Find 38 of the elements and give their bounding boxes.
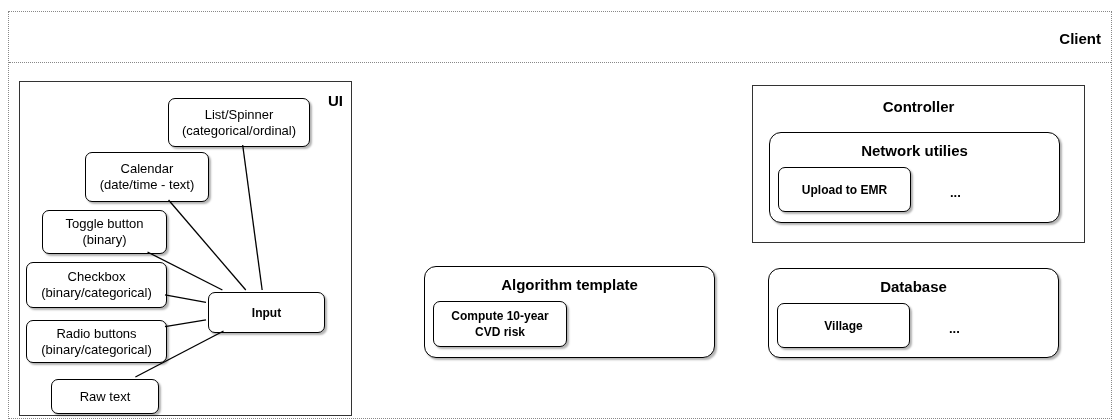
component-box: [168, 98, 310, 147]
input-box: [208, 292, 325, 333]
box-title: Network utilies: [860, 141, 969, 161]
table-box: [777, 303, 910, 348]
panel-title: UI: [328, 91, 343, 111]
connector-line: [164, 294, 207, 303]
component-box: [26, 262, 167, 308]
box-label: Village: [824, 317, 863, 334]
panel-title: Client: [1059, 29, 1101, 49]
component-box: [26, 320, 167, 363]
box-label: Raw text: [79, 388, 131, 405]
panel-title: Controller: [881, 97, 956, 117]
box-label: Toggle button (binary): [64, 216, 145, 248]
box-title: Database: [879, 277, 948, 297]
box-label: Radio buttons (binary/categorical): [40, 325, 153, 358]
box-label: List/Spinner (categorical/ordinal): [180, 106, 298, 139]
component-box: [42, 210, 167, 254]
ellipsis-text: ...: [950, 184, 961, 202]
box-title: Algorithm template: [500, 275, 639, 295]
connector-line: [242, 144, 263, 291]
box-label: Checkbox (binary/categorical): [40, 269, 153, 301]
box-label: Calendar (date/time - text): [98, 161, 196, 193]
component-box: [51, 379, 159, 414]
client-panel: [8, 11, 1112, 419]
connector-line: [146, 251, 224, 291]
controller-panel: [752, 85, 1085, 243]
module-box: [769, 132, 1060, 223]
function-box: [433, 301, 567, 347]
component-box: [85, 152, 209, 202]
ui-panel: [19, 81, 352, 416]
function-box: [778, 167, 911, 212]
box-label: Upload to EMR: [801, 181, 888, 198]
box-label: Input: [251, 304, 282, 321]
module-box: [768, 268, 1059, 358]
connector-line: [164, 319, 207, 328]
ellipsis-text: ...: [949, 320, 960, 338]
box-label: Compute 10-year CVD risk: [450, 308, 550, 340]
module-box: [424, 266, 715, 358]
